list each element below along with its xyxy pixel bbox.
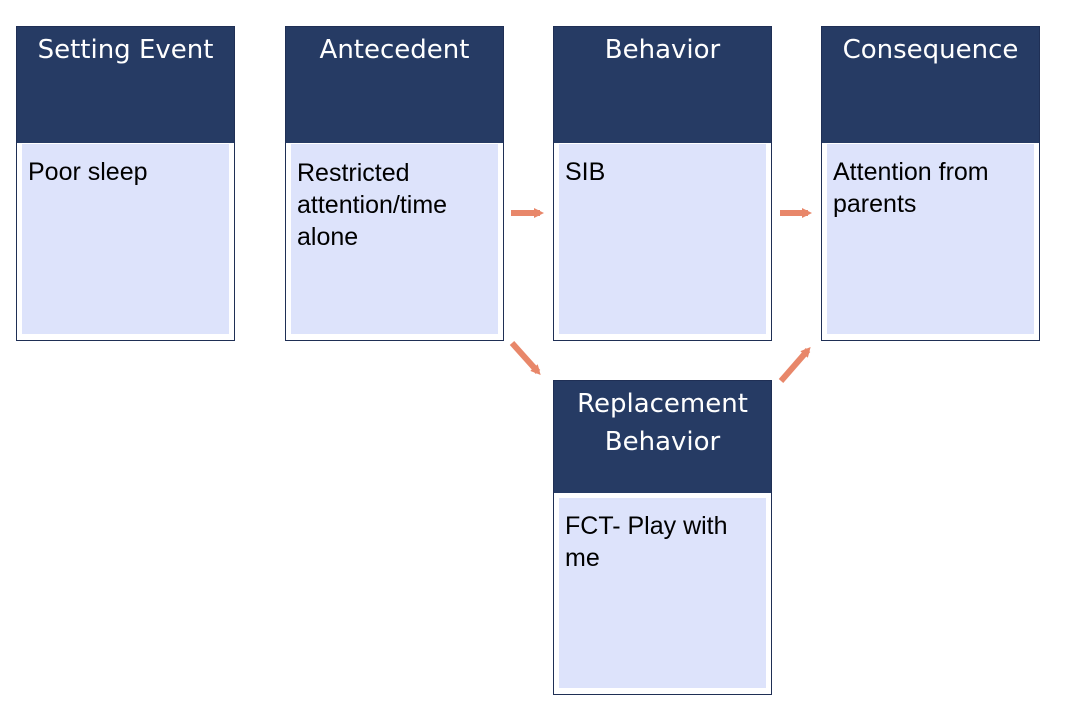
behavior-body: SIB xyxy=(559,144,766,334)
replacement-behavior-body: FCT- Play with me xyxy=(559,498,766,688)
consequence-header: Consequence xyxy=(822,27,1039,143)
setting-event-body: Poor sleep xyxy=(22,144,229,334)
behavior-text: SIB xyxy=(565,158,606,186)
arrow-replacement-to-consequence xyxy=(778,346,811,383)
behavior-header: Behavior xyxy=(554,27,771,143)
consequence-box: Consequence Attention from parents xyxy=(821,26,1040,341)
replacement-behavior-box: Replacement Behavior FCT- Play with me xyxy=(553,380,772,695)
replacement-behavior-title: Replacement Behavior xyxy=(577,389,748,457)
antecedent-body: Restricted attention/time alone xyxy=(291,144,498,334)
setting-event-box: Setting Event Poor sleep xyxy=(16,26,235,341)
consequence-text: Attention from parents xyxy=(833,158,989,218)
replacement-behavior-text: FCT- Play with me xyxy=(565,512,728,572)
replacement-behavior-header: Replacement Behavior xyxy=(554,381,771,493)
arrow-antecedent-to-replacement xyxy=(509,340,541,375)
behavior-title: Behavior xyxy=(604,35,721,65)
consequence-title: Consequence xyxy=(842,35,1019,65)
antecedent-header: Antecedent xyxy=(286,27,503,143)
behavior-box: Behavior SIB xyxy=(553,26,772,341)
setting-event-text: Poor sleep xyxy=(28,158,148,186)
setting-event-header: Setting Event xyxy=(17,27,234,143)
antecedent-text: Restricted attention/time alone xyxy=(297,159,448,251)
setting-event-title: Setting Event xyxy=(37,35,214,65)
consequence-body: Attention from parents xyxy=(827,144,1034,334)
antecedent-box: Antecedent Restricted attention/time alo… xyxy=(285,26,504,341)
antecedent-title: Antecedent xyxy=(319,35,470,65)
